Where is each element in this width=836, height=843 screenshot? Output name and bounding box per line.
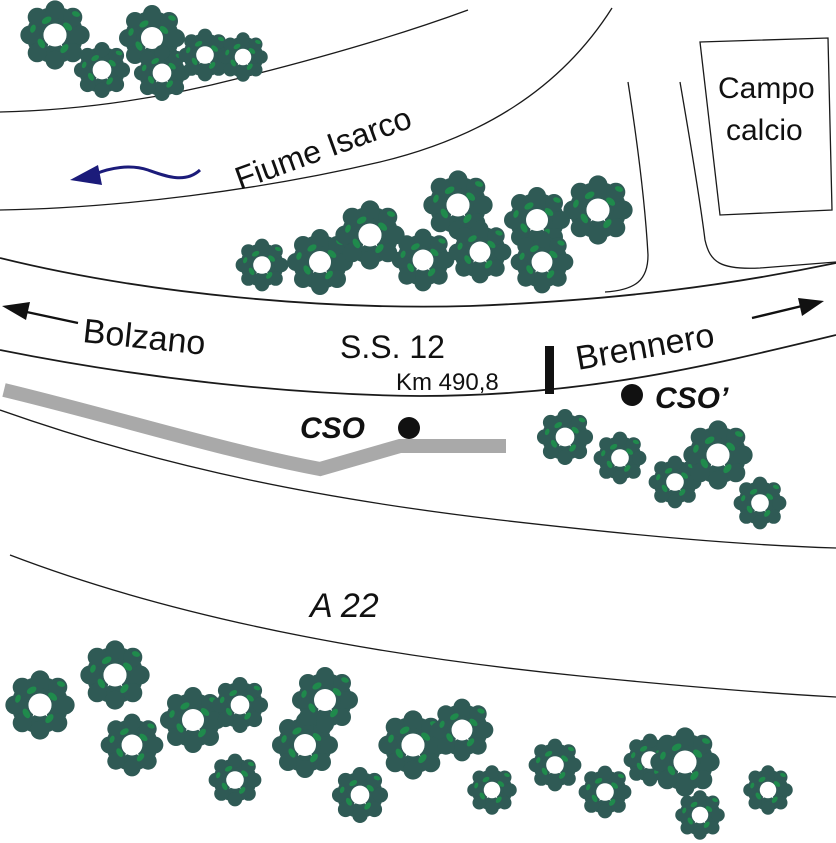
km-marker-label: Km 490,8 xyxy=(396,369,499,396)
cso-prime-location-dot-icon xyxy=(621,384,643,406)
tree-icon xyxy=(675,790,725,840)
motorway-label: A 22 xyxy=(308,587,379,625)
football-field-outline xyxy=(699,37,833,216)
a22-north-edge xyxy=(0,409,836,549)
tree-icon xyxy=(292,667,358,733)
river-label: Fiume Isarco xyxy=(230,99,416,196)
tree-icon xyxy=(593,431,647,485)
tree-icon xyxy=(683,420,753,490)
tree-icon xyxy=(211,676,269,734)
cso-location-dot-icon xyxy=(398,417,420,439)
drainage-channel xyxy=(2,383,506,477)
tree-icon xyxy=(430,698,494,762)
tree-cluster-riverside xyxy=(235,170,633,295)
tree-icon xyxy=(448,220,512,284)
road-name-label: S.S. 12 xyxy=(340,329,445,365)
tree-icon xyxy=(20,0,90,70)
tree-icon xyxy=(378,710,448,780)
tree-cluster-south xyxy=(5,640,793,840)
arrow-west-icon xyxy=(2,302,79,325)
a22-south-edge xyxy=(9,554,836,698)
km-marker-bar xyxy=(545,346,554,394)
tree-cluster-east xyxy=(536,408,787,530)
tree-icon xyxy=(208,753,262,807)
direction-label-brennero: Brennero xyxy=(573,316,717,378)
field-label-line1: Campo xyxy=(718,72,815,105)
tree-icon xyxy=(331,766,389,824)
tree-icon xyxy=(578,765,632,819)
tree-icon xyxy=(563,175,633,245)
tree-icon xyxy=(80,640,150,710)
field-label-line2: calcio xyxy=(726,114,803,147)
side-road-west-edge xyxy=(604,81,649,293)
tree-icon xyxy=(235,238,289,292)
cso-prime-label: CSO’ xyxy=(655,382,729,415)
arrow-east-icon xyxy=(751,298,824,320)
river-bank-south xyxy=(0,7,613,211)
ss12-south-edge xyxy=(0,334,836,397)
tree-icon xyxy=(733,476,787,530)
tree-icon xyxy=(536,408,594,466)
ss12-north-edge xyxy=(0,257,836,308)
tree-icon xyxy=(5,670,75,740)
tree-icon xyxy=(218,32,268,82)
tree-icon xyxy=(100,713,164,777)
tree-icon xyxy=(160,687,226,753)
tree-icon xyxy=(743,765,793,815)
direction-label-bolzano: Bolzano xyxy=(81,312,207,363)
tree-icon xyxy=(528,738,582,792)
tree-icon xyxy=(510,230,574,294)
tree-icon xyxy=(391,228,455,292)
river-flow-arrow-icon xyxy=(70,165,202,185)
tree-icon xyxy=(467,765,517,815)
tree-cluster-northwest xyxy=(20,0,268,102)
tree-icon xyxy=(650,727,720,797)
side-road-east-edge xyxy=(679,81,836,269)
tree-icon xyxy=(73,41,131,99)
cso-label: CSO xyxy=(300,412,365,445)
